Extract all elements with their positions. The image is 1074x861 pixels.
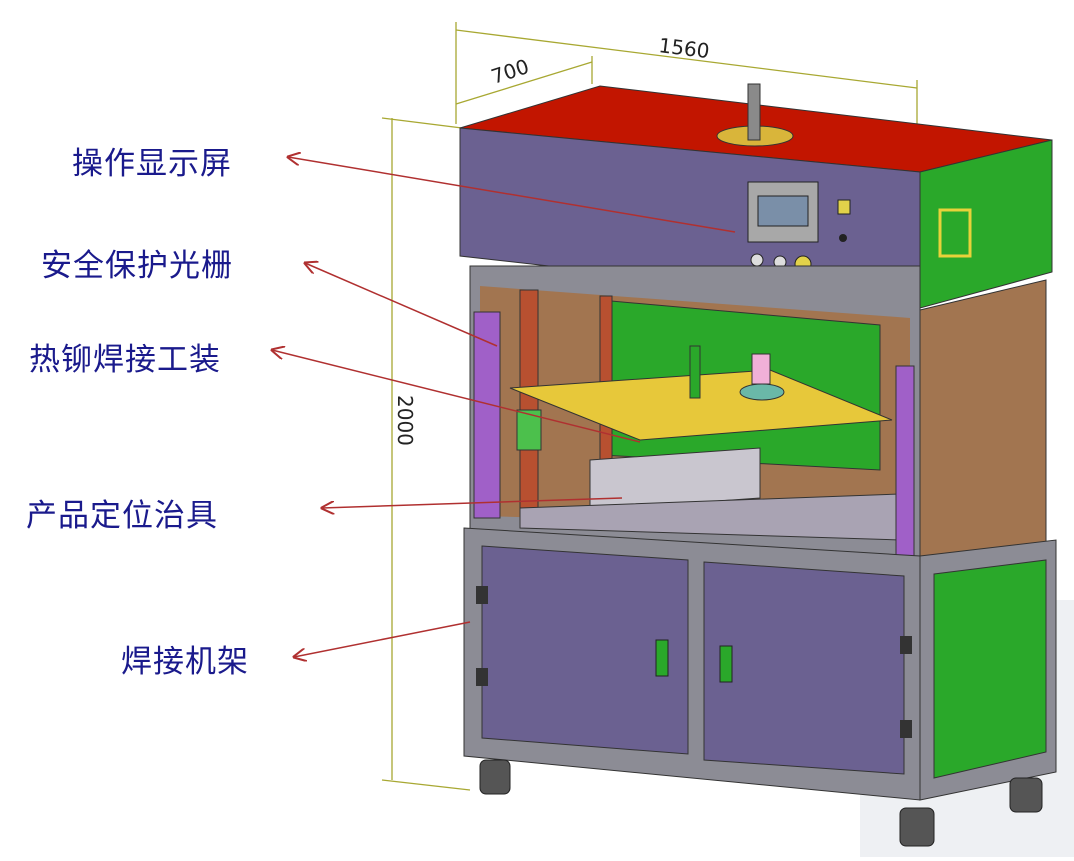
light-curtain-right (895, 365, 915, 567)
control-panel (747, 181, 851, 273)
base-cabinet (463, 527, 1057, 801)
dimension-height: 2000 (393, 395, 417, 446)
door-handle-icon (655, 639, 669, 677)
callout-positioning-fixture: 产品定位治具 (26, 498, 218, 534)
arrow-icon (305, 263, 498, 347)
arrow-icon (322, 497, 623, 508)
callout-frame: 焊接机架 (121, 644, 249, 680)
side-vent (938, 208, 972, 258)
dimension-depth: 700 (488, 54, 532, 89)
work-chamber (469, 265, 1047, 576)
caster-wheel-icon (479, 759, 1043, 847)
dimension-width: 1560 (657, 33, 710, 63)
arrow-icon (288, 157, 736, 233)
light-curtain-left (473, 311, 501, 519)
arrow-icon (272, 350, 641, 443)
callout-light-curtain: 安全保护光栅 (41, 248, 233, 284)
tower-light-icon (747, 83, 761, 141)
callout-arrows (272, 157, 736, 657)
callout-rivet-tooling: 热铆焊接工装 (29, 342, 221, 378)
dimension-lines (381, 22, 918, 791)
callout-display: 操作显示屏 (72, 146, 232, 182)
door-handle-icon (719, 645, 733, 683)
arrow-icon (294, 621, 471, 657)
